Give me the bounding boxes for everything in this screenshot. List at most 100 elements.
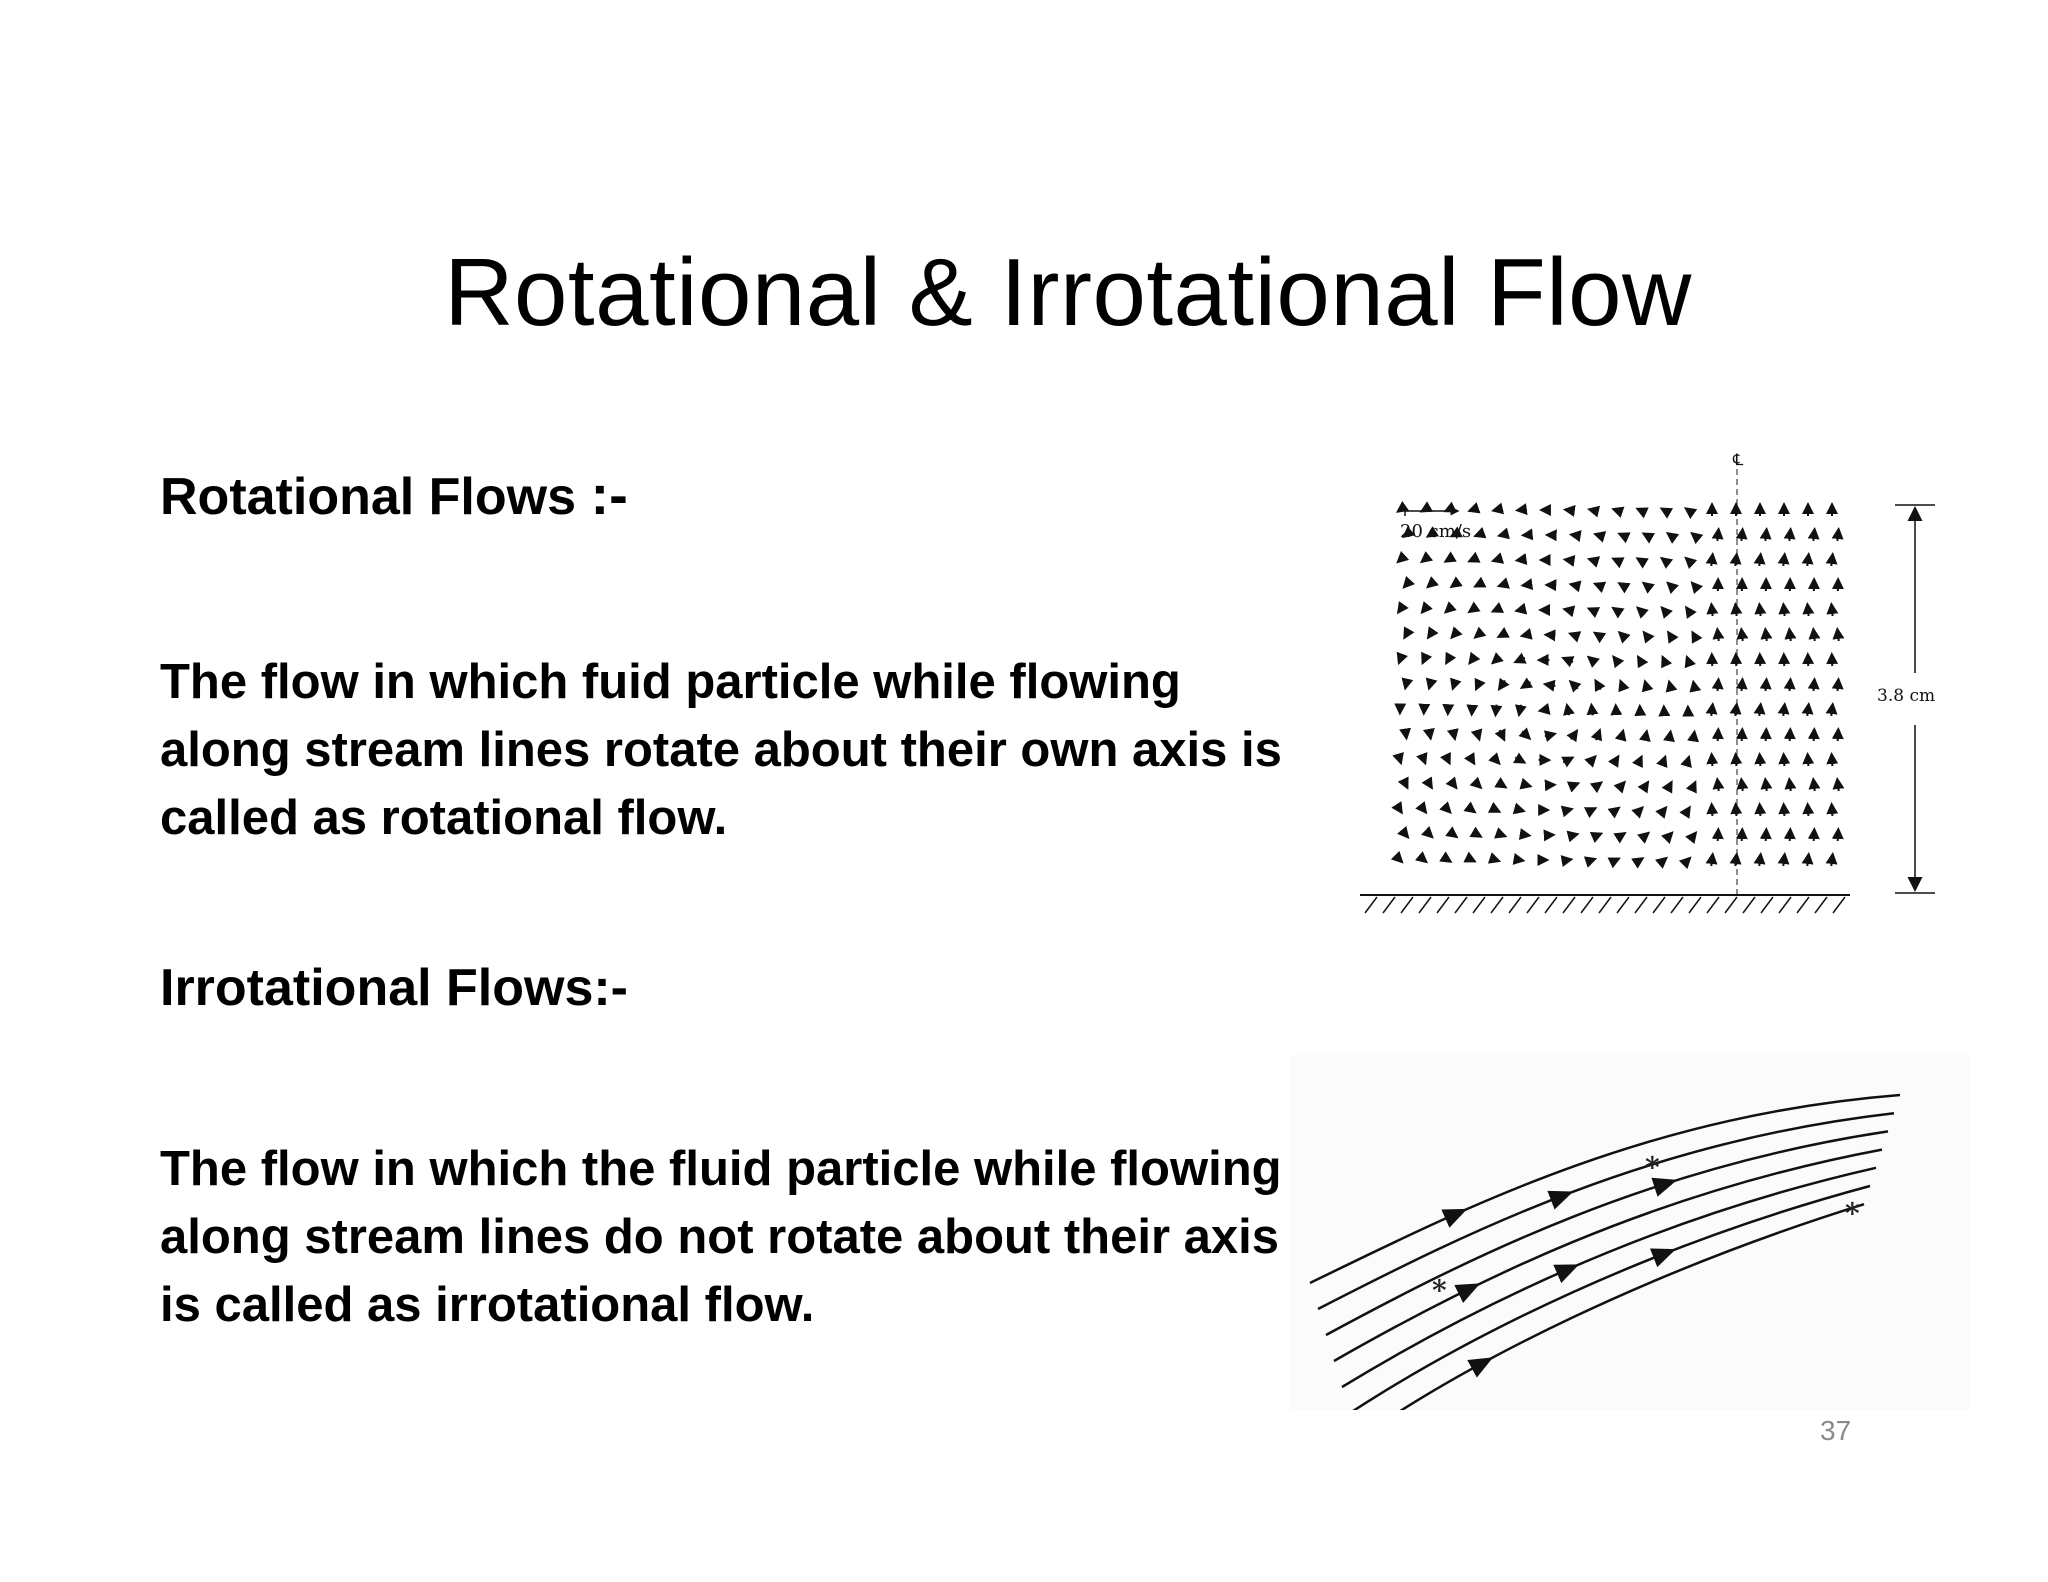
velocity-arrow xyxy=(1490,704,1503,718)
velocity-arrow xyxy=(1825,702,1838,717)
velocity-arrow xyxy=(1637,780,1650,794)
rotational-definition: The flow in which fuid particle while fl… xyxy=(160,655,1282,845)
velocity-arrow xyxy=(1631,857,1645,869)
hatch-line xyxy=(1544,896,1558,914)
velocity-arrow xyxy=(1641,532,1655,544)
velocity-arrow xyxy=(1680,754,1692,769)
streamline-group xyxy=(1309,1093,1901,1410)
velocity-arrow xyxy=(1642,630,1655,644)
vortex-velocity-field-figure: 20 cm/s ℄ 3.8 cm xyxy=(1360,450,1935,914)
velocity-arrow xyxy=(1414,851,1429,864)
velocity-arrow xyxy=(1730,602,1743,617)
velocity-arrow xyxy=(1832,627,1845,642)
hatch-line xyxy=(1634,896,1648,914)
velocity-arrow xyxy=(1583,807,1598,819)
velocity-arrow xyxy=(1494,728,1506,742)
velocity-arrow xyxy=(1831,677,1844,692)
velocity-arrow xyxy=(1802,802,1815,817)
velocity-arrow xyxy=(1777,552,1790,567)
velocity-arrow xyxy=(1463,851,1477,863)
velocity-arrow xyxy=(1416,752,1428,766)
velocity-arrow xyxy=(1759,527,1772,542)
velocity-arrow xyxy=(1415,801,1428,815)
velocity-arrow xyxy=(1659,507,1674,519)
hatch-line xyxy=(1562,896,1576,914)
velocity-arrow xyxy=(1705,552,1718,567)
velocity-arrow xyxy=(1654,856,1669,869)
hatch-line xyxy=(1490,896,1504,914)
ground-hatching xyxy=(1360,894,1850,914)
velocity-arrow xyxy=(1518,727,1532,741)
velocity-arrow xyxy=(1488,752,1501,766)
velocity-arrow xyxy=(1778,752,1791,767)
velocity-arrow-field xyxy=(1390,501,1845,870)
velocity-arrow xyxy=(1735,827,1748,842)
velocity-arrow xyxy=(1691,630,1703,644)
velocity-arrow xyxy=(1396,651,1408,666)
velocity-arrow xyxy=(1831,527,1844,542)
velocity-arrow xyxy=(1396,550,1410,564)
velocity-arrow xyxy=(1562,605,1576,618)
rotational-heading-suffix: :- xyxy=(590,463,628,526)
velocity-arrow xyxy=(1760,627,1773,642)
irrotational-heading: Irrotational Flows:- xyxy=(160,959,628,1017)
streamline-arrow xyxy=(1467,1357,1494,1378)
hatch-line xyxy=(1400,896,1414,914)
velocity-arrow xyxy=(1617,582,1631,594)
velocity-arrow xyxy=(1807,827,1820,842)
velocity-arrow xyxy=(1807,727,1820,742)
streamline xyxy=(1325,1130,1889,1337)
velocity-arrow xyxy=(1514,704,1527,718)
velocity-arrow xyxy=(1760,777,1773,792)
page-number: 37 xyxy=(1820,1415,1852,1446)
velocity-arrow xyxy=(1753,702,1766,717)
velocity-arrow xyxy=(1397,825,1410,840)
velocity-arrow xyxy=(1754,602,1767,617)
velocity-arrow xyxy=(1466,704,1479,717)
velocity-arrow xyxy=(1490,552,1505,564)
velocity-arrow xyxy=(1473,576,1487,588)
velocity-arrow xyxy=(1706,752,1719,767)
velocity-arrow xyxy=(1729,852,1742,867)
velocity-arrow xyxy=(1568,580,1582,593)
velocity-arrow xyxy=(1473,527,1487,539)
slide-title: Rotational & Irrotational Flow xyxy=(444,239,1692,346)
velocity-arrow xyxy=(1496,627,1510,638)
velocity-arrow xyxy=(1641,679,1654,693)
streamline-arrow xyxy=(1553,1264,1580,1284)
velocity-arrow xyxy=(1801,552,1814,567)
velocity-arrow xyxy=(1497,677,1510,692)
velocity-arrow xyxy=(1832,777,1845,792)
velocity-arrow xyxy=(1470,728,1483,742)
velocity-arrow xyxy=(1443,551,1457,563)
velocity-arrow xyxy=(1560,805,1574,818)
velocity-arrow xyxy=(1520,528,1534,541)
velocity-arrow xyxy=(1655,805,1668,819)
velocity-arrow xyxy=(1520,578,1534,591)
velocity-arrow xyxy=(1592,631,1607,644)
velocity-arrow xyxy=(1467,551,1481,563)
hatch-line xyxy=(1688,896,1702,914)
velocity-arrow xyxy=(1610,703,1623,716)
velocity-arrow xyxy=(1783,677,1796,692)
velocity-arrow xyxy=(1467,601,1481,614)
velocity-arrow xyxy=(1439,851,1453,863)
hatch-line xyxy=(1598,896,1612,914)
velocity-arrow xyxy=(1563,702,1575,716)
velocity-arrow xyxy=(1801,852,1814,867)
velocity-arrow xyxy=(1753,852,1766,867)
hatch-line xyxy=(1418,896,1432,914)
velocity-arrow xyxy=(1635,507,1649,519)
streamline-arrow xyxy=(1454,1283,1481,1303)
velocity-arrow xyxy=(1397,776,1409,790)
hatch-line xyxy=(1436,896,1450,914)
velocity-arrow xyxy=(1611,557,1625,569)
velocity-arrow xyxy=(1496,527,1510,540)
velocity-arrow xyxy=(1685,780,1697,794)
velocity-arrow xyxy=(1689,679,1702,693)
velocity-arrow xyxy=(1463,752,1476,766)
velocity-arrow xyxy=(1678,856,1692,870)
velocity-arrow xyxy=(1711,677,1724,692)
streamline xyxy=(1399,1203,1865,1410)
